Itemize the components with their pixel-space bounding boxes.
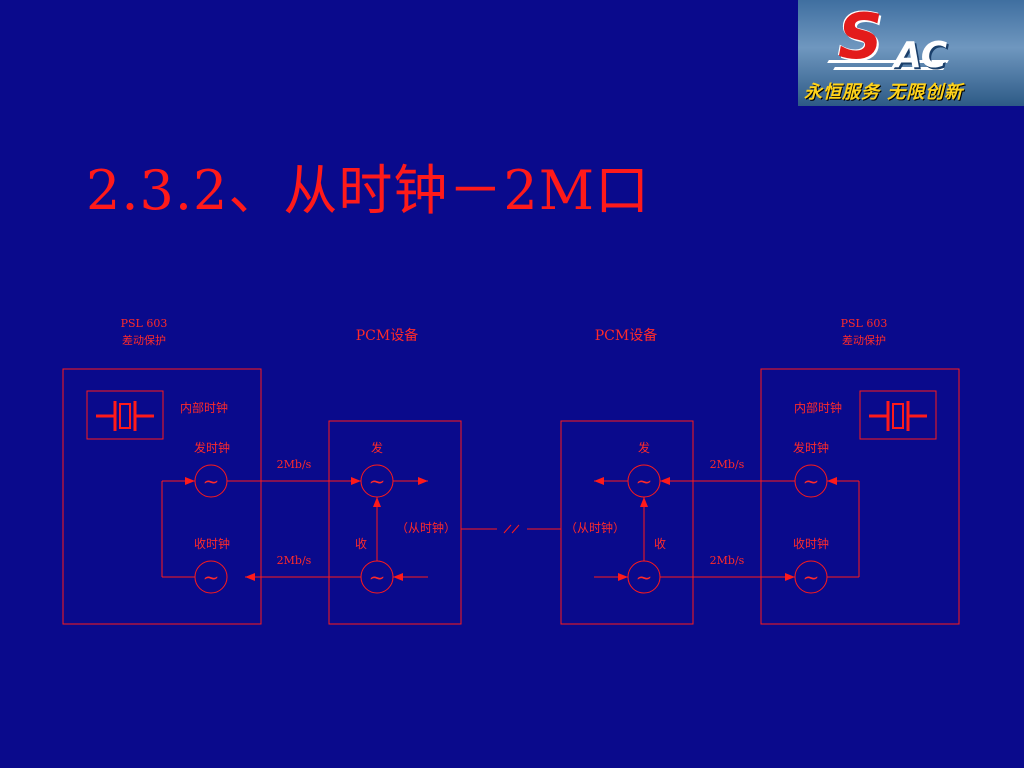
oscillator-symbol: ~	[203, 469, 220, 493]
left-tx-clock-label: 发时钟	[194, 440, 230, 455]
right-protection-model: PSL 603	[841, 317, 888, 330]
left-pcm-rx-label: 收	[355, 537, 367, 551]
logo-slogan: 永恒服务 无限创新	[804, 82, 964, 103]
oscillator-symbol: ~	[803, 565, 820, 589]
left-rx-clock-label: 收时钟	[194, 536, 230, 551]
oscillator-symbol: ~	[636, 469, 653, 493]
right-pcm-rx-label: 收	[654, 537, 666, 551]
logo-letters: AC	[894, 35, 948, 76]
link-rate-label: 2Mb/s	[277, 554, 312, 567]
oscillator-symbol: ~	[636, 565, 653, 589]
left-pcm-label: PCM设备	[356, 327, 418, 344]
oscillator-symbol: ~	[203, 565, 220, 589]
left-protection-model: PSL 603	[121, 317, 168, 330]
left-pcm-tx-label: 发	[371, 440, 383, 455]
right-pcm-tx-label: 发	[638, 440, 650, 455]
oscillator-symbol: ~	[369, 469, 386, 493]
oscillator-symbol: ~	[369, 565, 386, 589]
right-protection-name: 差动保护	[842, 333, 886, 347]
crystal-oscillator-icon	[86, 390, 164, 440]
left-pcm-box	[328, 420, 462, 625]
oscillator-symbol: ~	[803, 469, 820, 493]
right-rx-clock-label: 收时钟	[793, 536, 829, 551]
left-internal-clock-label: 内部时钟	[180, 400, 228, 415]
right-slave-clock-label: （从时钟）	[565, 520, 625, 535]
right-tx-clock-label: 发时钟	[793, 440, 829, 455]
left-protection-box	[62, 368, 262, 625]
link-rate-label: 2Mb/s	[710, 458, 745, 471]
right-protection-box	[760, 368, 960, 625]
right-pcm-label: PCM设备	[595, 327, 657, 344]
link-rate-label: 2Mb/s	[710, 554, 745, 567]
left-slave-clock-label: （从时钟）	[396, 520, 456, 535]
right-internal-clock-label: 内部时钟	[794, 400, 842, 415]
crystal-oscillator-icon	[859, 390, 937, 440]
link-rate-label: 2Mb/s	[277, 458, 312, 471]
logo-mark: S	[838, 0, 883, 73]
right-pcm-box	[560, 420, 694, 625]
sac-logo: S AC 永恒服务 无限创新	[798, 0, 1024, 106]
slide-title: 2.3.2、从时钟－2M口	[86, 159, 651, 222]
left-protection-name: 差动保护	[122, 333, 166, 347]
